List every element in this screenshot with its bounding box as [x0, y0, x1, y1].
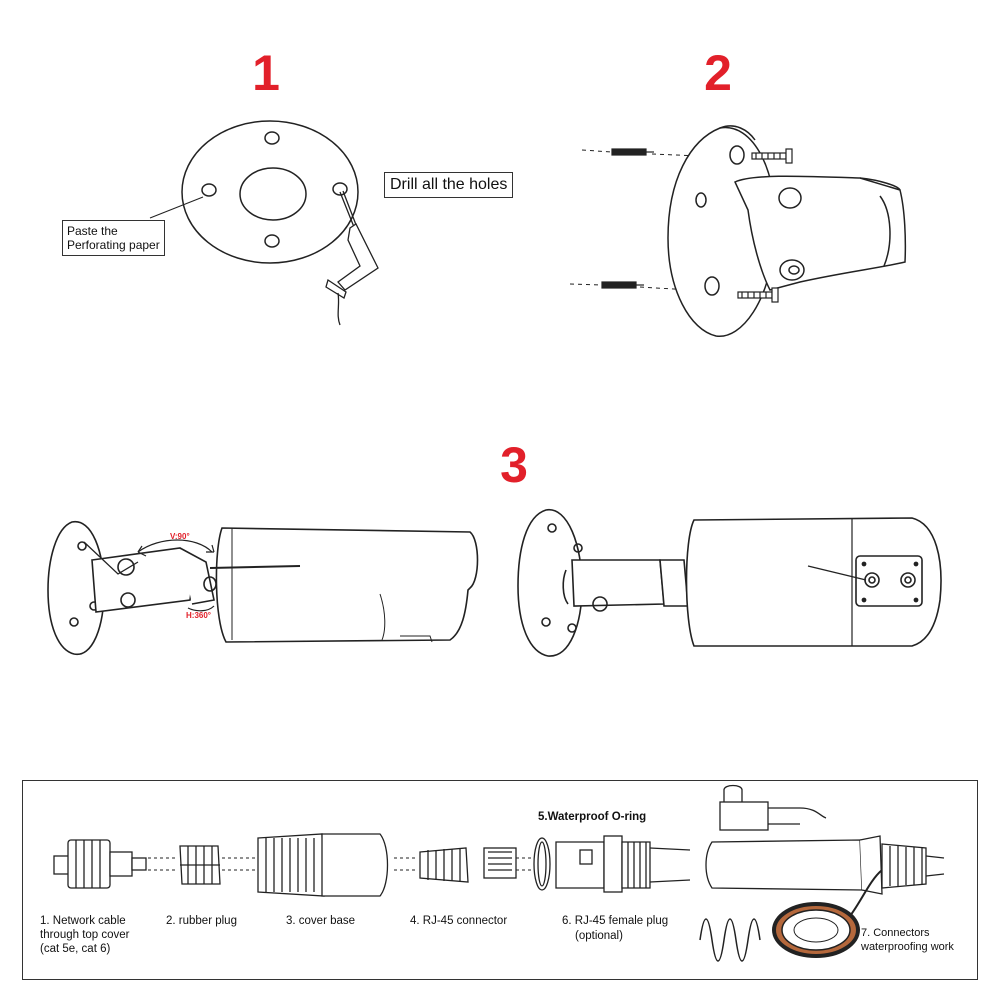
wall-anchor-bottom — [601, 281, 644, 289]
mount-hole-left — [201, 183, 217, 197]
step-3-number: 3 — [500, 437, 528, 493]
step-1-number: 1 — [252, 45, 280, 101]
mount-hole-bottom — [264, 234, 280, 248]
wave-icon — [699, 918, 761, 962]
wall-anchor-top — [611, 148, 654, 156]
drill-icon — [325, 190, 379, 326]
item-rubber-plug-label: 2. rubber plug — [166, 914, 237, 928]
mount-hole-right — [332, 182, 348, 196]
item-6-line-1: 6. RJ-45 female plug — [562, 915, 669, 927]
rj45-connector — [419, 847, 517, 883]
power-connector-plug — [719, 784, 827, 831]
rj45-female-plug — [555, 835, 691, 893]
waterproofing-panel — [22, 780, 978, 980]
mount-arm — [734, 175, 907, 291]
paste-label-line-1: Paste the — [67, 224, 118, 238]
item-1-line-1: 1. Network cable — [40, 915, 126, 927]
sealed-connector-assembly — [705, 835, 945, 895]
item-network-cable-label: 1. Network cable through top cover (cat … — [40, 914, 130, 956]
base-plate-right — [517, 509, 583, 657]
horizontal-angle-label: H:360° — [186, 611, 211, 620]
mount-hole-top — [264, 131, 280, 145]
tape-roll-icon — [772, 869, 883, 958]
o-ring-title: 5.Waterproof O-ring — [538, 811, 647, 823]
cover-base — [257, 833, 389, 897]
base-plate-left — [47, 521, 105, 656]
item-connectors-waterproofing-label: 7. Connectors waterproofing work — [861, 926, 954, 954]
paste-perforating-paper-label: Paste the Perforating paper — [62, 220, 165, 256]
vertical-angle-label: V:90° — [170, 532, 190, 541]
paste-label-line-2: Perforating paper — [67, 238, 160, 252]
item-6-line-2: (optional) — [575, 930, 623, 942]
camera-body-left — [215, 527, 479, 643]
item-7-line-2: waterproofing work — [861, 941, 954, 953]
item-1-line-2: through top cover — [40, 929, 130, 941]
camera-left — [47, 521, 479, 656]
screw-top — [751, 148, 793, 164]
mount-bracket-right — [855, 555, 923, 607]
item-2-line-1: 2. rubber plug — [166, 915, 237, 927]
item-rj45-connector-label: 4. RJ-45 connector — [410, 914, 507, 928]
network-cable-top-cover — [53, 839, 147, 889]
rubber-plug — [179, 845, 221, 885]
waterproof-o-ring — [533, 837, 551, 891]
item-1-line-3: (cat 5e, cat 6) — [40, 943, 111, 955]
camera-right — [517, 509, 942, 657]
screw-bottom — [737, 287, 779, 303]
step-2-number: 2 — [704, 45, 732, 101]
item-3-line-1: 3. cover base — [286, 915, 356, 927]
center-hole — [239, 167, 307, 221]
item-cover-base-label: 3. cover base — [286, 914, 355, 928]
item-4-line-1: 4. RJ-45 connector — [410, 915, 508, 927]
item-7-line-1: 7. Connectors — [861, 927, 930, 939]
camera-body-right — [685, 517, 942, 647]
item-rj45-female-plug-label: 6. RJ-45 female plug (optional) — [562, 914, 668, 944]
drill-all-holes-label: Drill all the holes — [384, 172, 514, 198]
